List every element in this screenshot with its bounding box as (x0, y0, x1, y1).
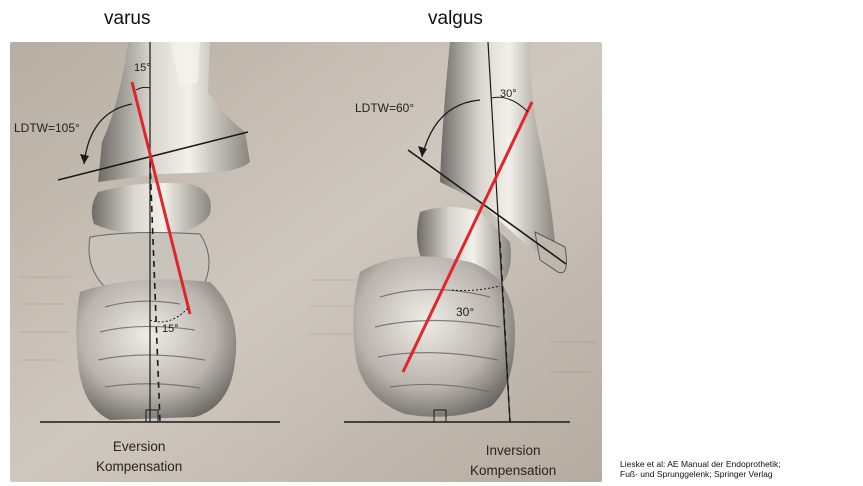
caption-valgus: Inversion Kompensation (470, 441, 556, 481)
angle-label-varus-top: 15° (134, 62, 151, 74)
ankle-figure-photo (10, 42, 602, 482)
angle-label-valgus-top: 30° (500, 88, 517, 100)
caption-varus: Eversion Kompensation (96, 437, 182, 477)
ldtw-label-varus: LDTW=105° (14, 121, 80, 135)
ldtw-label-valgus: LDTW=60° (355, 101, 414, 115)
angle-label-varus-bottom: 15° (162, 323, 179, 335)
caption-valgus-line1: Inversion (470, 441, 556, 461)
title-varus: varus (104, 8, 150, 30)
angle-label-valgus-bottom: 30° (456, 305, 474, 319)
valgus-calcaneus (353, 256, 515, 416)
credit-line-1: Lieske et al: AE Manual der Endoprotheti… (620, 459, 781, 469)
varus-calcaneus (76, 280, 236, 420)
caption-varus-line1: Eversion (96, 437, 182, 457)
credit-line-2: Fuß- und Sprunggelenk; Springer Verlag (620, 469, 781, 479)
source-credit: Lieske et al: AE Manual der Endoprotheti… (620, 459, 781, 479)
caption-varus-line2: Kompensation (96, 457, 182, 477)
ankle-illustration (10, 42, 602, 482)
title-valgus: valgus (428, 8, 483, 30)
caption-valgus-line2: Kompensation (470, 461, 556, 481)
